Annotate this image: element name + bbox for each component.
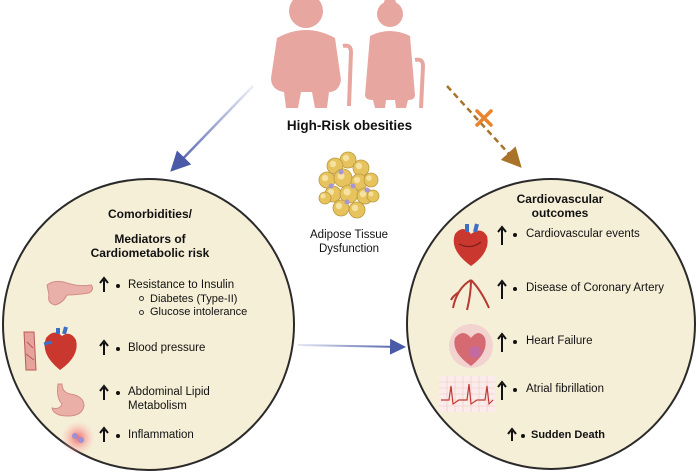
adipose-cell — [366, 189, 380, 203]
left-panel-circle — [2, 178, 295, 471]
left-item-insulin: Resistance to Insulin — [128, 279, 235, 291]
up-arrow-icon — [497, 279, 507, 299]
bullet — [513, 233, 517, 237]
adipose-cells-icon — [318, 151, 380, 219]
bullet — [513, 340, 517, 344]
right-panel-circle — [406, 178, 696, 470]
adipose-cell-highlight — [342, 154, 350, 162]
adipose-cell — [363, 172, 379, 188]
adipose-cell-highlight — [343, 188, 351, 196]
left-item-lipid-line1: Abdominal Lipid — [128, 386, 210, 398]
right-item-sudden-death: Sudden Death — [531, 429, 605, 441]
heart-icon — [453, 223, 488, 266]
left-subitem-diabetes: Diabetes (Type-II) — [150, 293, 238, 305]
adipose-cell-highlight — [335, 202, 343, 210]
immune-cell — [328, 183, 334, 189]
up-arrow-icon — [497, 332, 507, 352]
arrow-between-panels — [297, 338, 406, 355]
bullet — [513, 388, 517, 392]
stomach-icon — [51, 383, 85, 417]
left-item-inflammation: Inflammation — [128, 429, 194, 441]
bullet — [116, 284, 120, 288]
bullet — [521, 434, 525, 438]
bullet — [116, 434, 120, 438]
adipose-cell — [318, 191, 332, 205]
elderly-woman-icon — [365, 0, 426, 109]
adipose-cell-highlight — [359, 190, 367, 198]
right-item-cv-events: Cardiovascular events — [526, 228, 640, 240]
left-panel-title-line3: Cardiometabolic risk — [90, 246, 210, 260]
coronary-artery-icon — [450, 279, 490, 311]
arrow-to-comorbidities — [170, 85, 254, 172]
adipose-cell-highlight — [321, 174, 329, 182]
right-panel-title-line2: outcomes — [531, 206, 589, 220]
inflammation-icon — [61, 421, 95, 455]
center-label-line1: Adipose Tissue — [310, 229, 388, 241]
ecg-icon — [439, 376, 495, 412]
sub-bullet — [139, 310, 144, 315]
failing-heart-icon — [449, 324, 493, 368]
pancreas-icon — [46, 280, 94, 306]
up-arrow-icon — [99, 384, 109, 400]
adipose-cell-highlight — [351, 204, 359, 212]
left-panel-title-line2: Mediators of — [114, 232, 186, 246]
center-label-line2: Dysfunction — [318, 243, 380, 255]
right-item-heart-failure: Heart Failure — [526, 335, 593, 347]
bullet — [116, 347, 120, 351]
right-panel-title-line1: Cardiovascular — [516, 192, 604, 206]
right-item-afib: Atrial fibrillation — [526, 383, 604, 395]
adipose-cell-highlight — [337, 172, 345, 180]
up-arrow-icon — [99, 426, 109, 442]
immune-cell — [364, 187, 370, 193]
bullet — [513, 287, 517, 291]
sub-bullet — [139, 296, 144, 301]
up-arrow-icon — [99, 339, 109, 355]
up-arrow-icon — [507, 427, 517, 441]
up-arrow-icon — [497, 225, 507, 245]
heart-artery-icon — [23, 326, 77, 371]
adipose-cell-highlight — [366, 175, 372, 181]
arrow-dashed-to-cardiovascular — [446, 85, 522, 168]
adipose-cell-highlight — [368, 191, 374, 197]
left-item-lipid-line2: Metabolism — [128, 400, 187, 412]
header-title: High-Risk obesities — [286, 118, 413, 133]
immune-cell — [350, 183, 356, 189]
elderly-man-icon — [271, 0, 354, 108]
adipose-cell-highlight — [355, 162, 363, 170]
left-subitem-glucose: Glucose intolerance — [150, 306, 248, 318]
left-item-blood-pressure: Blood pressure — [128, 342, 206, 354]
cross-mark-icon — [475, 109, 493, 127]
adipose-cell-highlight — [320, 193, 326, 199]
bullet — [116, 391, 120, 395]
right-item-coronary: Disease of Coronary Artery — [526, 282, 665, 294]
adipose-cell-highlight — [329, 160, 337, 168]
immune-cell — [344, 199, 350, 205]
left-panel-title-line1: Comorbidities/ — [107, 207, 192, 221]
immune-cell — [338, 169, 344, 175]
up-arrow-icon — [99, 276, 109, 292]
up-arrow-icon — [497, 380, 507, 400]
adipose-cell-highlight — [353, 176, 361, 184]
